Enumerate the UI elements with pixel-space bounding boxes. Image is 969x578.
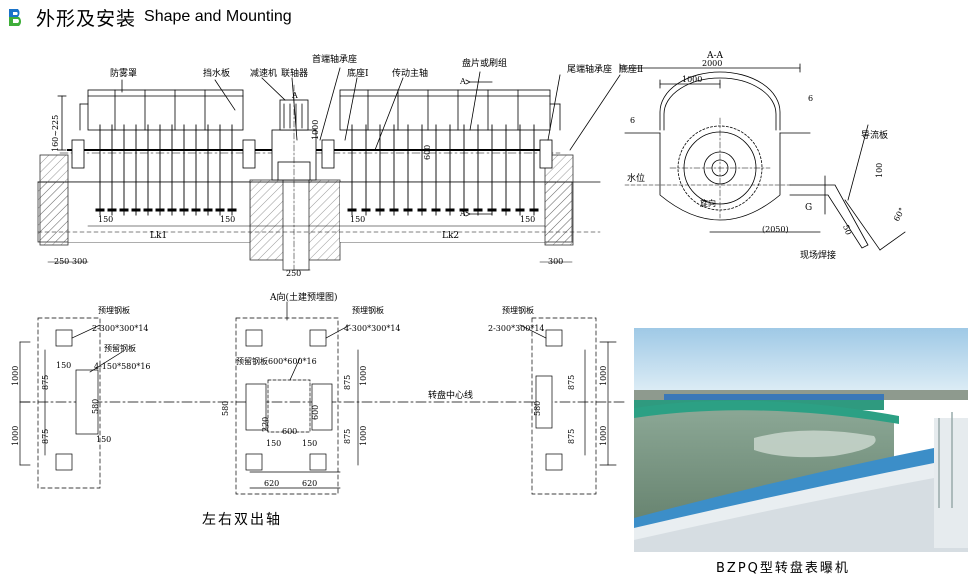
front-elevation [37, 67, 621, 271]
dim-150-a: 150 [98, 215, 113, 224]
plan-dim-620-a: 620 [264, 479, 279, 488]
plan-dim-1000-f: 1000 [599, 426, 608, 446]
dim-300-a: 300 [72, 257, 87, 266]
section-dim-50: 50 [841, 224, 853, 237]
label-lianzhouqi: 联轴器 [281, 67, 308, 79]
section-mark-a2: A [459, 77, 466, 86]
plan-dim-600-a: 600 [282, 427, 297, 436]
section-title: A-A [706, 51, 724, 61]
plan-dim-150-f: 150 [96, 435, 111, 444]
section-view [619, 63, 906, 251]
section-dim-2050: (2050) [762, 225, 789, 234]
label-field-weld: 现场焊接 [800, 249, 836, 261]
dim-1000: 1000 [311, 120, 320, 140]
dim-160-225: 160~225 [51, 115, 60, 152]
section-dim-100: 100 [875, 163, 884, 178]
plan-yumai-1-spec: 2-300*300*14 [92, 324, 149, 333]
section-labels: A-A 2000 1000 6 6 水位 旋向 G 100 (2050) 50 … [627, 51, 907, 261]
header: 外形及安装 Shape and Mounting [6, 4, 292, 30]
level-mark-6-a: 6 [630, 116, 635, 125]
aerator-photo-illustration [634, 328, 968, 552]
dim-lk1: Lk1 [150, 231, 167, 241]
section-dim-60deg: 60° [892, 206, 907, 223]
plan-dim-600-b: 600 [311, 405, 320, 420]
label-jiansuji: 减速机 [250, 67, 277, 79]
label-dizuo2: 底座Ⅱ [619, 63, 643, 75]
label-rotation: 旋向 [700, 198, 716, 208]
plan-dim-150-h: 150 [302, 439, 317, 448]
label-water-level: 水位 [627, 172, 645, 184]
section-dim-1000: 1000 [682, 75, 702, 84]
plan-dim-1000-e: 1000 [599, 366, 608, 386]
dim-150-c: 150 [350, 215, 365, 224]
plan-yumai-3: 预埋钢板 [502, 305, 534, 315]
plan-dim-1000-d: 1000 [359, 426, 368, 446]
dim-150-b: 150 [220, 215, 235, 224]
plan-yumai-3-spec: 2-300*300*14 [488, 324, 545, 333]
section-mark-a1: A [291, 91, 298, 100]
label-panpian: 盘片或刷组 [462, 57, 507, 69]
title-english: Shape and Mounting [144, 8, 292, 25]
plan-yuliu-2: 预留钢板600*600*16 [236, 356, 317, 366]
dim-lk2: Lk2 [442, 231, 459, 241]
plan-heading: A向(土建预埋图) [269, 291, 338, 303]
dim-600: 600 [423, 145, 432, 160]
label-chuandong: 传动主轴 [392, 67, 428, 79]
plan-dim-580-b: 580 [221, 401, 230, 416]
label-shouduan: 首端轴承座 [312, 53, 357, 65]
caption-left: 左右双出轴 [202, 512, 282, 528]
label-dizuo1: 底座Ⅰ [347, 67, 369, 79]
section-dim-2000: 2000 [702, 59, 722, 68]
plan-dim-580-c: 580 [533, 401, 542, 416]
plan-dim-1000-b: 1000 [11, 426, 20, 446]
plan-yuliu-1: 预留钢板 [104, 343, 136, 353]
caption-right: BZPQ型转盘表曝机 [716, 561, 850, 576]
plan-dim-620-b: 620 [302, 479, 317, 488]
plan-dim-875-f: 875 [567, 429, 576, 444]
plan-view [19, 301, 626, 495]
aerator-photo [634, 328, 968, 552]
plan-dim-875-e: 875 [567, 375, 576, 390]
plan-dim-875-c: 875 [343, 375, 352, 390]
label-g: G [805, 203, 812, 213]
plan-labels: A向(土建预埋图) 预埋钢板 2-300*300*14 预留钢板 4-150*5… [11, 291, 608, 488]
plan-yumai-2-spec: 4-300*300*14 [344, 324, 401, 333]
plan-yumai-1: 预埋钢板 [98, 305, 130, 315]
dim-250-a: 250 [54, 257, 69, 266]
title-chinese: 外形及安装 [36, 7, 137, 30]
label-daoliuban: 导流板 [861, 129, 888, 141]
section-mark-a3: A [459, 209, 466, 218]
plan-dim-150-g: 150 [266, 439, 281, 448]
plan-dim-580-a: 580 [91, 399, 100, 414]
dim-250-b: 250 [286, 269, 301, 278]
label-fangwuzhao: 防雾罩 [110, 67, 137, 79]
company-logo-icon [9, 9, 22, 26]
label-dangshuiban: 挡水板 [203, 67, 230, 79]
plan-dim-875-b: 875 [41, 429, 50, 444]
plan-dim-875-d: 875 [343, 429, 352, 444]
plan-dim-1000-a: 1000 [11, 366, 20, 386]
plan-yumai-2: 预埋钢板 [352, 305, 384, 315]
label-weiduan: 尾端轴承座 [567, 63, 612, 75]
front-elevation-labels: 防雾罩 挡水板 减速机 联轴器 首端轴承座 底座Ⅰ 传动主轴 盘片或刷组 尾端轴… [51, 53, 643, 278]
dim-150-d: 150 [520, 215, 535, 224]
plan-dim-150-e: 150 [56, 361, 71, 370]
level-mark-6-b: 6 [808, 94, 813, 103]
plan-dim-220: 220 [261, 417, 270, 432]
plan-dim-875-a: 875 [41, 375, 50, 390]
plan-centerline-label: 转盘中心线 [428, 389, 473, 401]
plan-yuliu-1-spec: 4-150*580*16 [94, 362, 151, 371]
plan-dim-1000-c: 1000 [359, 366, 368, 386]
dim-300-b: 300 [548, 257, 563, 266]
